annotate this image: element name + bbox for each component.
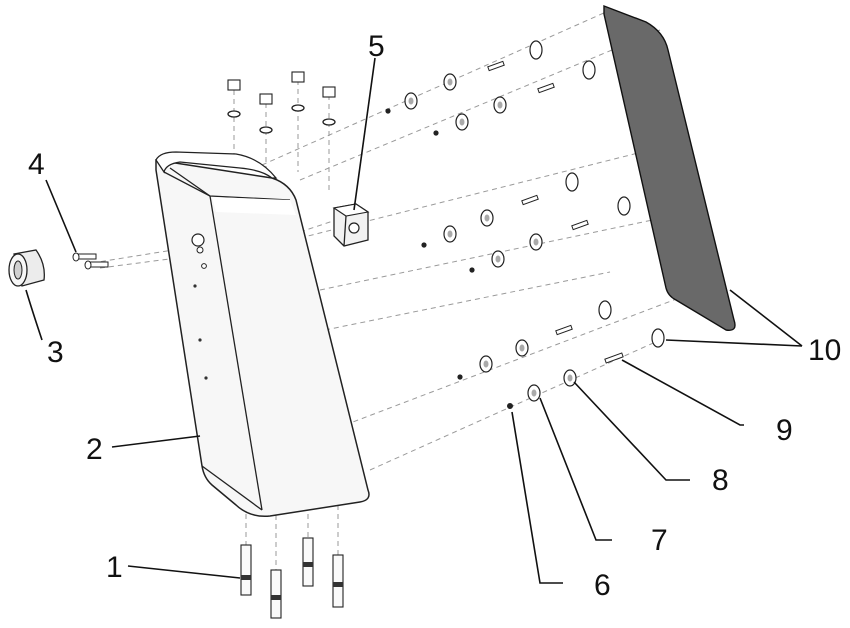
callout-1: 1	[106, 551, 123, 584]
callout-4: 4	[28, 148, 45, 181]
fastener-row-1	[385, 40, 596, 136]
mounting-block	[332, 203, 370, 247]
callout-10: 10	[808, 334, 841, 367]
callout-2: 2	[86, 433, 103, 466]
fastener-row-2	[421, 172, 631, 273]
callout-8: 8	[712, 464, 729, 497]
callout-7: 7	[651, 524, 668, 557]
leader-lines	[25, 57, 803, 584]
back-panel	[603, 4, 736, 331]
callout-6: 6	[594, 569, 611, 602]
callout-9: 9	[776, 414, 793, 447]
housing	[155, 151, 370, 518]
spacer-bushing	[8, 249, 45, 287]
callout-labels: 1 2 3 4 5 6 7 8 9 10	[28, 30, 841, 602]
side-screws	[72, 252, 109, 270]
callout-3: 3	[47, 336, 64, 369]
top-nuts	[227, 71, 336, 134]
callout-5: 5	[368, 30, 385, 63]
fastener-row-3	[457, 300, 665, 409]
assembly-guide-lines	[91, 11, 701, 570]
bottom-studs	[240, 537, 344, 619]
